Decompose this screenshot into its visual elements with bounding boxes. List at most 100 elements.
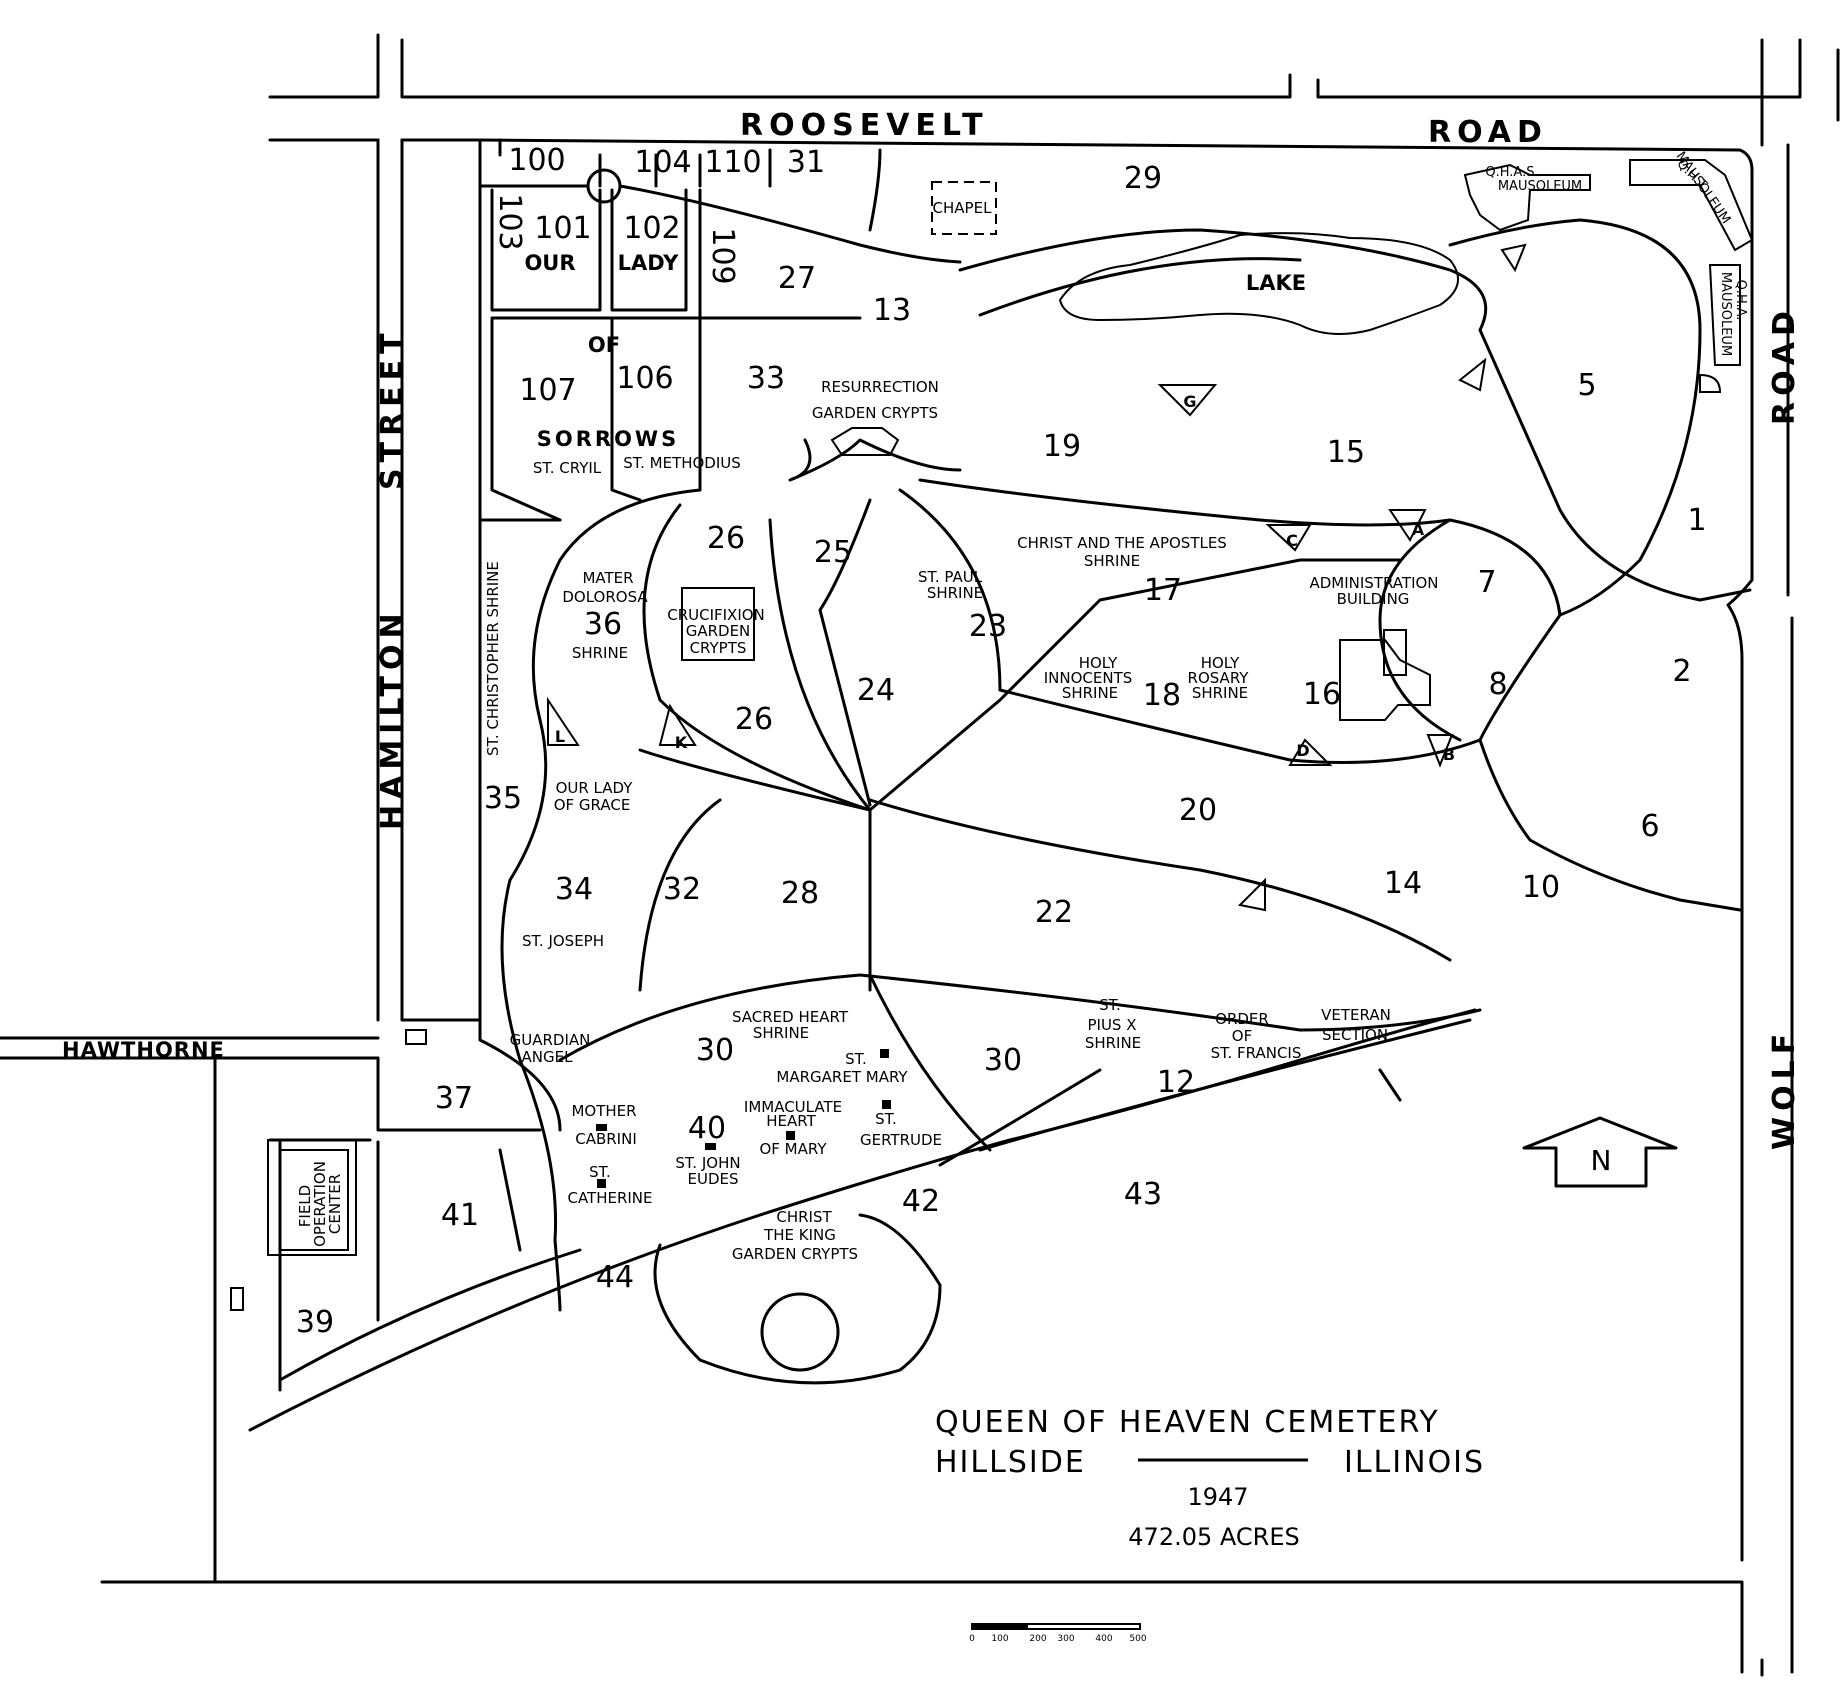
st-john-eudes-label: ST. JOHN (675, 1154, 740, 1172)
marker-a: A (1412, 520, 1425, 539)
mater-dolorosa-label: SHRINE (572, 644, 628, 662)
crucifixion-label: CRYPTS (690, 639, 747, 657)
scale-label: 300 (1057, 1634, 1074, 1644)
title-illinois: ILLINOIS (1344, 1445, 1485, 1480)
crucifixion-label: CRUCIFIXION (667, 606, 765, 624)
road-hawthorne: HAWTHORNE (62, 1038, 225, 1062)
section-number: 25 (814, 535, 852, 570)
section-number: 28 (781, 876, 819, 911)
st-christopher-label: ST. CHRISTOPHER SHRINE (484, 561, 502, 756)
mausoleum-label: Q.H.A. (1733, 280, 1748, 321)
resurrection-label: RESURRECTION (821, 378, 939, 396)
sacred-heart-label: SACRED HEART (732, 1008, 849, 1026)
section-number: 106 (616, 361, 673, 396)
scale-label: 0 (969, 1634, 975, 1644)
field-operation-label: OPERATION (311, 1161, 329, 1247)
section-number: 42 (902, 1184, 940, 1219)
mausoleum-label: MAUSOLEUM (1498, 179, 1582, 194)
feature-labels: ST. CRYIL ST. METHODIUS RESURRECTION GAR… (296, 149, 1748, 1263)
admin-label: ADMINISTRATION (1309, 574, 1438, 592)
scale-label: 400 (1095, 1634, 1112, 1644)
street-lines (0, 33, 1840, 1677)
marker-l: L (555, 727, 565, 746)
st-catherine-label: CATHERINE (567, 1189, 652, 1207)
scale-bar (971, 1623, 1141, 1630)
scale-labels: 0 100 200 300 400 500 (969, 1634, 1147, 1644)
mausoleum-label: MAUSOLEUM (1718, 272, 1733, 356)
christ-the-king-label: CHRIST (776, 1208, 832, 1226)
marker-g: G (1183, 392, 1196, 411)
marker-letters: G A C L K D B (555, 392, 1455, 764)
our-label: OUR (524, 251, 575, 275)
resurrection-crypts-shape (830, 427, 900, 456)
title-hillside: HILLSIDE (935, 1445, 1086, 1480)
guardian-angel-label: ANGEL (522, 1048, 574, 1066)
cemetery-roads (248, 138, 1754, 1562)
section-number: 15 (1327, 435, 1365, 470)
area-names: CHAPEL LAKE OUR LADY OF SORROWS (524, 199, 1306, 451)
title-line-1: QUEEN OF HEAVEN CEMETERY (935, 1405, 1440, 1440)
sorrows-label: SORROWS (537, 427, 679, 451)
section-number: 19 (1043, 429, 1081, 464)
sacred-heart-label: SHRINE (753, 1024, 809, 1042)
section-number: 100 (508, 143, 565, 178)
title-block: QUEEN OF HEAVEN CEMETERY HILLSIDE ILLINO… (935, 1405, 1485, 1551)
mother-cabrini-label: MOTHER (571, 1102, 636, 1120)
crucifixion-label: GARDEN (686, 622, 751, 640)
road-roosevelt: ROOSEVELT (740, 108, 989, 143)
section-number: 27 (778, 261, 816, 296)
st-pius-label: ST. (1099, 996, 1121, 1014)
st-paul-label: ST. PAUL (918, 568, 983, 586)
section-number: 30 (984, 1043, 1022, 1078)
section-number: 40 (688, 1111, 726, 1146)
section-number: 29 (1124, 161, 1162, 196)
christ-the-king-label: THE KING (763, 1226, 836, 1244)
st-joseph-label: ST. JOSEPH (522, 932, 604, 950)
administration-building (1339, 629, 1431, 721)
section-number: 26 (735, 702, 773, 737)
road-wolf-road: ROAD (1767, 305, 1802, 425)
title-year: 1947 (1187, 1483, 1248, 1511)
section-number: 1 (1687, 503, 1706, 538)
section-number: 44 (596, 1260, 634, 1295)
mausoleum-label: Q.H.A.S. (1485, 165, 1538, 180)
st-francis-label: ORDER (1215, 1010, 1269, 1028)
of-label: OF (588, 333, 620, 357)
section-number: 110 (704, 145, 761, 180)
section-number: 41 (441, 1198, 479, 1233)
lake-outline (1058, 232, 1459, 335)
immaculate-heart-label: OF MARY (759, 1140, 827, 1158)
chapel-label: CHAPEL (933, 199, 993, 217)
road-roosevelt-road: ROAD (1428, 115, 1548, 150)
holy-innocents-label: SHRINE (1062, 684, 1118, 702)
section-number: 34 (555, 872, 593, 907)
section-number: 39 (296, 1305, 334, 1340)
section-number: 23 (969, 609, 1007, 644)
mother-cabrini-label: CABRINI (575, 1130, 637, 1148)
section-number: 20 (1179, 793, 1217, 828)
section-number: 10 (1522, 870, 1560, 905)
shrine-markers (596, 1049, 891, 1188)
title-acres: 472.05 ACRES (1128, 1523, 1299, 1551)
lake-label: LAKE (1246, 271, 1306, 295)
marker-c: C (1286, 531, 1298, 550)
section-number: 26 (707, 521, 745, 556)
section-number: 14 (1384, 866, 1422, 901)
crucifixion-crypts-box (681, 587, 755, 661)
our-lady-grace-label: OUR LADY (556, 779, 634, 797)
holy-rosary-label: HOLY (1201, 654, 1240, 672)
margaret-mary-label: ST. (845, 1050, 867, 1068)
admin-label: BUILDING (1337, 590, 1410, 608)
section-number: 35 (484, 781, 522, 816)
section-number: 33 (747, 361, 785, 396)
marker-b: B (1443, 745, 1455, 764)
scale-label: 500 (1129, 1634, 1146, 1644)
st-pius-label: SHRINE (1085, 1034, 1141, 1052)
st-john-eudes-label: EUDES (687, 1170, 738, 1188)
section-number: 24 (857, 673, 895, 708)
section-number: 18 (1143, 678, 1181, 713)
field-operation-label: CENTER (326, 1174, 344, 1234)
resurrection-label: GARDEN CRYPTS (812, 404, 938, 422)
section-number: 6 (1640, 809, 1659, 844)
